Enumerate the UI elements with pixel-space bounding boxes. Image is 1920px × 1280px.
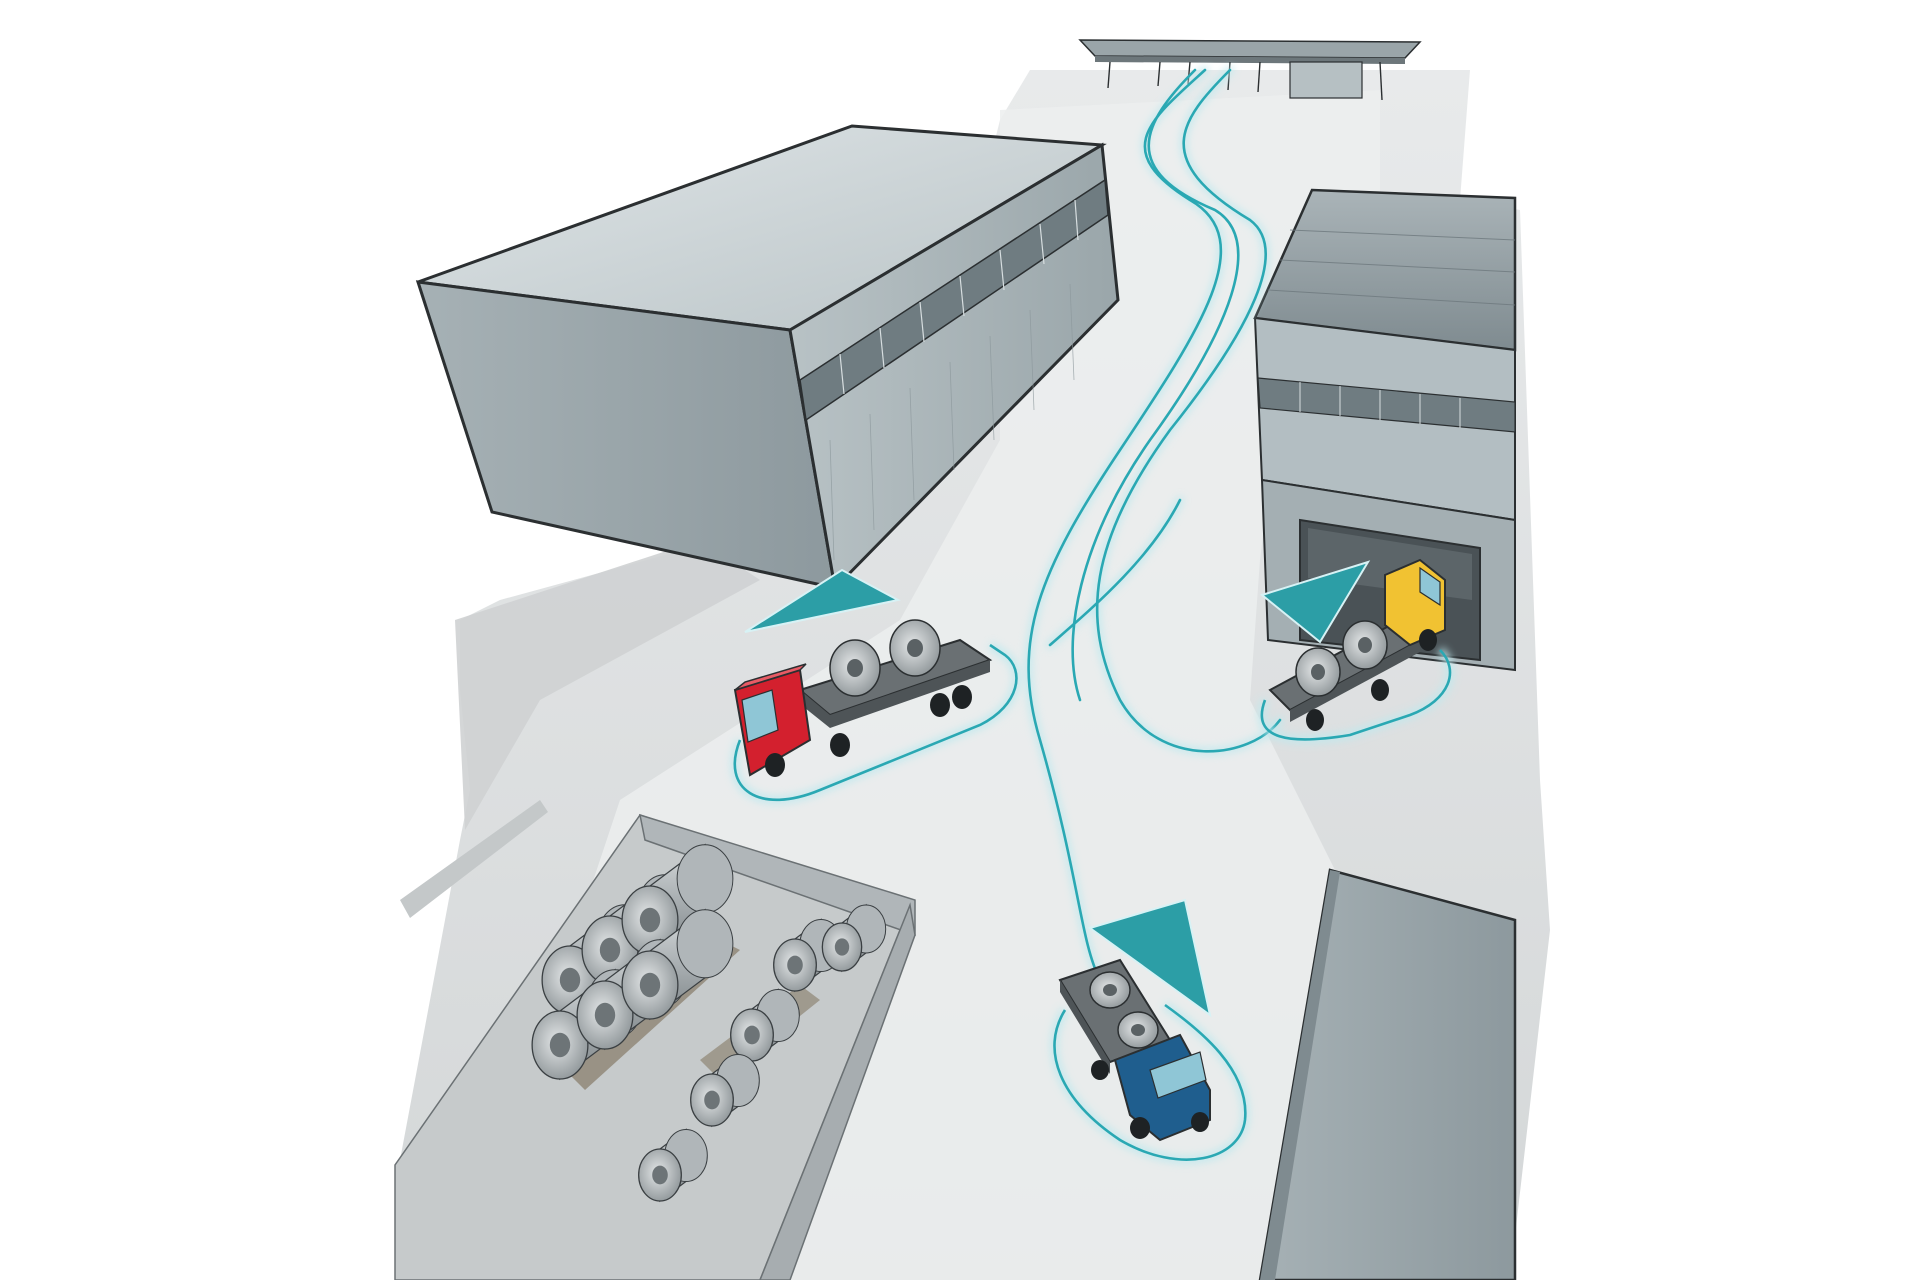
steel-coil-icon [821, 903, 887, 973]
truck-route-loops [730, 641, 1455, 1165]
blue-truck [1058, 958, 1211, 1142]
warehouse-left [415, 124, 1120, 592]
yellow-truck [1268, 558, 1446, 731]
building-bottom-right [1258, 868, 1517, 1280]
route-line [1024, 66, 1284, 984]
steel-coil-icon [621, 908, 734, 1021]
steel-coil-group-small [638, 903, 887, 1203]
steel-coil-icon [621, 843, 734, 956]
steel-coil-icon [638, 1128, 708, 1203]
steel-coil-group-large [531, 843, 734, 1081]
red-truck [733, 619, 993, 777]
steel-coil-icon [690, 1053, 760, 1128]
direction-arrow-icon [744, 560, 1371, 1018]
shed-top [1078, 39, 1422, 101]
steel-coil-icon [730, 988, 800, 1063]
